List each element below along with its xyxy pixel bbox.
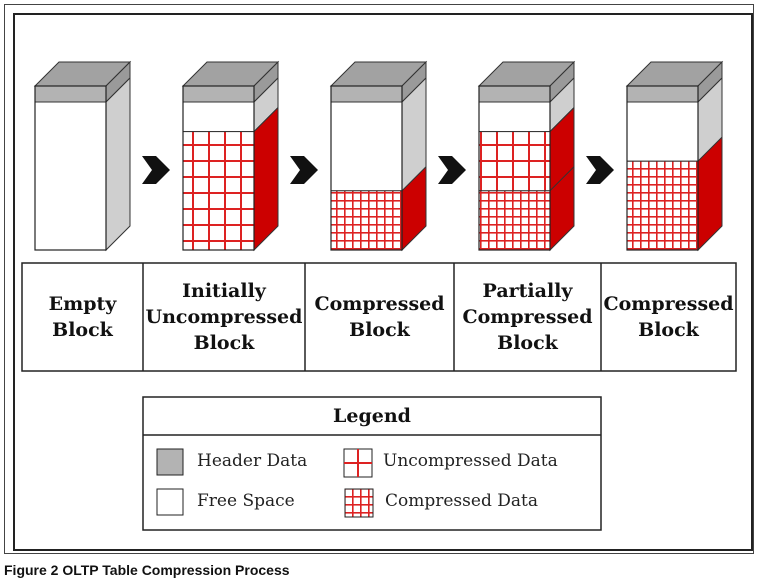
block-uncompressed-data [478, 131, 551, 192]
block-outline [478, 85, 551, 251]
block-header-band [478, 85, 551, 103]
block-uncompressed-data [182, 131, 255, 251]
legend-box [142, 396, 602, 531]
block-outline [34, 85, 107, 251]
arrow-2 [290, 156, 318, 184]
blocks-layer [33, 60, 724, 252]
stage-label-1: Empty Block [48, 293, 117, 341]
stage-table-grid [21, 262, 737, 372]
block-4 [477, 60, 576, 252]
block-side-uncompressed [253, 106, 279, 252]
block-free-space [330, 101, 403, 192]
block-side-free [105, 76, 131, 252]
figure-caption: Figure 2 OLTP Table Compression Process [4, 562, 290, 578]
block-header-band [34, 85, 107, 103]
compression-diagram [21, 60, 737, 531]
block-header-band [330, 85, 403, 103]
arrows-layer [142, 156, 614, 184]
legend-label-compressed: Compressed Data [385, 491, 538, 511]
legend-swatch-free [156, 488, 184, 516]
block-2 [181, 60, 280, 252]
block-5 [625, 60, 724, 252]
block-header-band [626, 85, 699, 103]
stage-table-border [21, 262, 737, 372]
stage-label-5: Compressed Block [603, 293, 734, 341]
block-free-space [626, 101, 699, 162]
block-header-band [182, 85, 255, 103]
block-compressed-data [626, 160, 699, 251]
block-compressed-data [478, 190, 551, 251]
block-outline [330, 85, 403, 251]
block-free-space [182, 101, 255, 133]
figure-inner-border [13, 13, 753, 551]
arrow-1 [142, 156, 170, 184]
legend-title: Legend [333, 405, 411, 427]
block-compressed-data [330, 190, 403, 251]
arrow-4 [586, 156, 614, 184]
legend-label-uncompressed: Uncompressed Data [383, 451, 558, 471]
legend-swatch-uncompressed [343, 448, 373, 478]
block-outline [182, 85, 255, 251]
block-free-space [478, 101, 551, 133]
legend-swatch-compressed [344, 488, 374, 518]
block-3 [329, 60, 428, 252]
block-1 [33, 60, 132, 252]
stage-label-4: Partially Compressed Block [462, 280, 593, 354]
legend-label-free: Free Space [197, 491, 295, 511]
legend-swatch-header [156, 448, 184, 476]
block-free-space [34, 101, 107, 251]
stage-label-3: Compressed Block [314, 293, 445, 341]
arrow-3 [438, 156, 466, 184]
block-outline [626, 85, 699, 251]
legend-label-header: Header Data [197, 451, 308, 471]
stage-label-2: Initially Uncompressed Block [145, 280, 303, 354]
